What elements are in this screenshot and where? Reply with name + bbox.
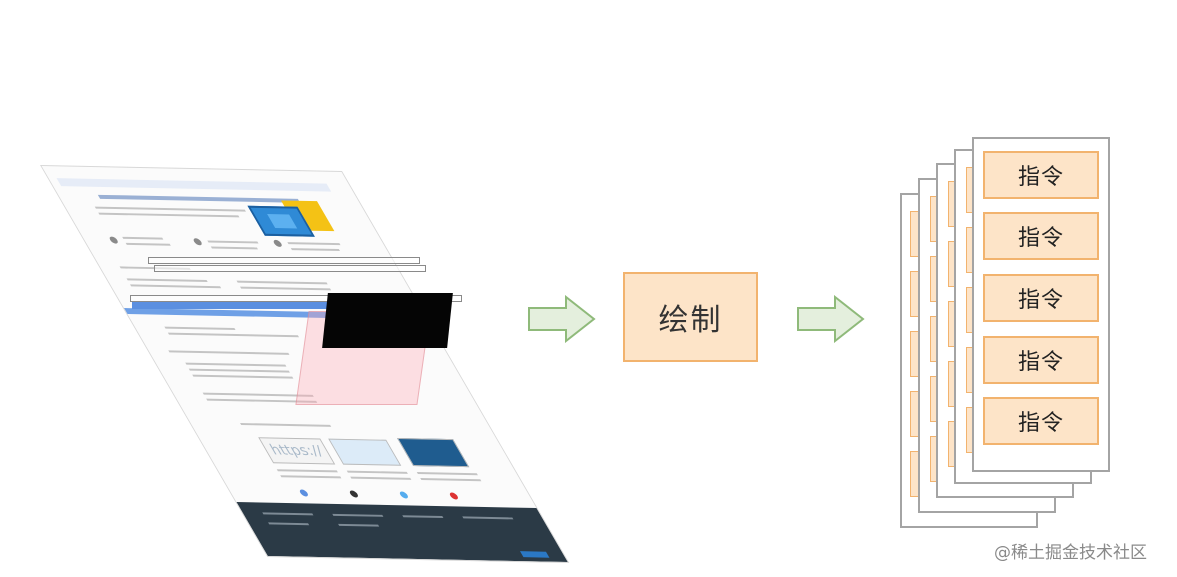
webpage-feature-icon <box>192 238 204 246</box>
instruction-item: 指令 <box>983 212 1099 260</box>
webpage-social-icon <box>348 490 360 498</box>
arrow-right-icon <box>528 295 596 343</box>
webpage-text-line <box>168 350 290 355</box>
composited-layer-blue <box>132 301 382 309</box>
watermark: @稀土掘金技术社区 <box>994 543 1147 563</box>
webpage-feature-icon <box>108 236 120 244</box>
webpage-social-icon <box>398 491 410 499</box>
webpage-text-line <box>188 368 290 373</box>
instruction-item: 指令 <box>983 397 1099 445</box>
webpage-text-line <box>276 469 338 473</box>
instruction-item: 指令 <box>983 274 1099 322</box>
webpage-text-line <box>98 212 240 218</box>
webpage-text-line <box>125 242 171 246</box>
webpage-text-line <box>287 242 341 246</box>
webpage-card-image <box>328 438 402 466</box>
instruction-item: 指令 <box>983 336 1099 384</box>
webpage-text-line <box>240 423 332 427</box>
webpage-text-line <box>130 284 222 289</box>
webpage-layers-illustration: https:// <box>40 165 570 564</box>
webpage-text-line <box>290 248 340 252</box>
webpage-footer <box>236 502 568 563</box>
webpage-card-image <box>397 438 470 468</box>
webpage-social-icon <box>298 489 310 497</box>
webpage-text-line <box>346 470 408 474</box>
webpage-text-line <box>164 326 236 331</box>
webpage-text-line <box>350 476 412 480</box>
webpage-text-line <box>126 278 208 283</box>
webpage-text-line <box>240 286 332 291</box>
webpage-text-line <box>416 472 478 476</box>
webpage-social-icon <box>448 492 460 500</box>
webpage-text-line <box>94 206 246 212</box>
webpage-text-line <box>210 246 258 250</box>
webpage-text-line <box>420 478 482 482</box>
composited-layer-video <box>322 293 453 348</box>
webpage-feature-icon <box>272 239 284 247</box>
webpage-heading <box>97 194 301 203</box>
webpage-text-line <box>207 240 259 244</box>
webpage-topbar <box>56 178 332 192</box>
webpage-text-line <box>280 475 342 479</box>
webpage-text-line <box>122 236 164 240</box>
composited-layer-outline <box>154 265 426 272</box>
webpage-text-line <box>236 280 328 285</box>
arrow-right-icon <box>797 295 865 343</box>
composited-layer-outline <box>148 257 420 264</box>
composited-layer-outline <box>130 295 462 302</box>
webpage-footer-button <box>519 551 550 558</box>
webpage-text-line <box>185 362 287 367</box>
instruction-item: 指令 <box>983 151 1099 199</box>
webpage-text-line <box>192 374 294 379</box>
draw-step-box: 绘制 <box>623 272 758 362</box>
webpage-text-line <box>167 332 300 338</box>
https-badge: https:// <box>258 437 336 465</box>
